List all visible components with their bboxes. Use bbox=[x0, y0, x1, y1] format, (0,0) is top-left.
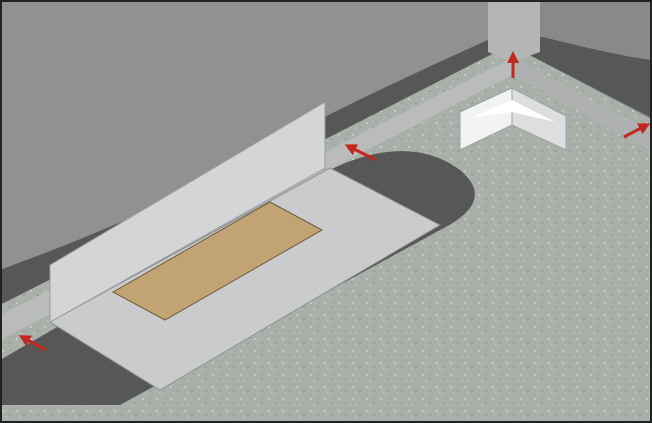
wall-corner-post bbox=[488, 0, 540, 62]
